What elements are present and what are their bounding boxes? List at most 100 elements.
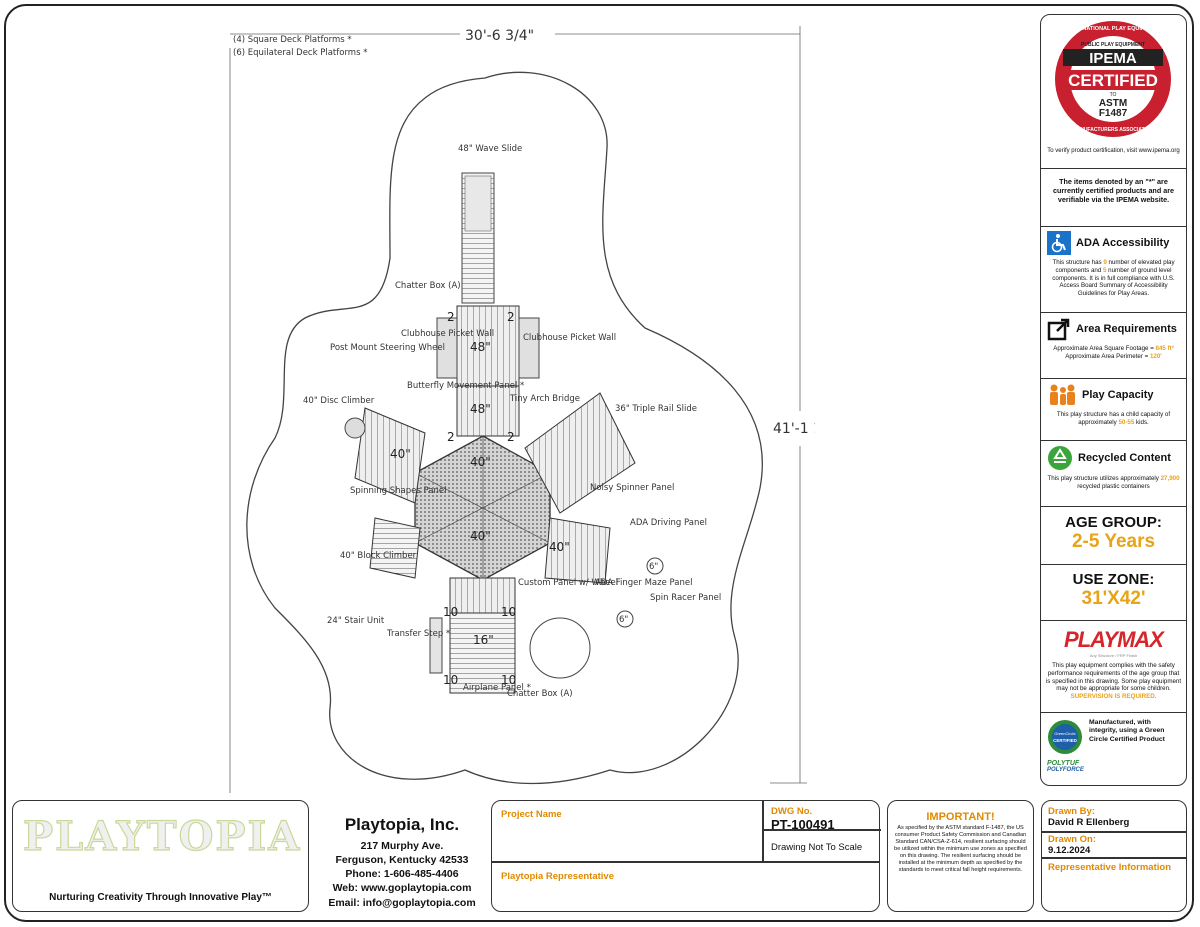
ipema-verify-text: To verify product certification, visit w… xyxy=(1047,148,1180,154)
callout-custom-panel: Custom Panel w/ Wheel xyxy=(518,578,618,588)
important-title: IMPORTANT! xyxy=(926,811,995,823)
use-zone-title: USE ZONE: xyxy=(1072,571,1155,588)
company-logo-box: PLAYTOPIA Nurturing Creativity Through I… xyxy=(12,800,309,912)
svg-text:GreenCircle: GreenCircle xyxy=(1054,731,1076,736)
corner-tag: 10 xyxy=(501,605,516,619)
callout-block-climber: 40" Block Climber xyxy=(340,551,417,561)
people-icon xyxy=(1050,384,1075,405)
platform-40-a: 40" xyxy=(390,447,411,461)
platform-16: 16" xyxy=(473,633,494,647)
callout-butterfly-panel: Butterfly Movement Panel * xyxy=(407,381,524,391)
stair-unit xyxy=(449,612,516,694)
drawn-box: Drawn By: David R Ellenberg Drawn On: 9.… xyxy=(1041,800,1187,912)
recycle-icon xyxy=(1048,446,1072,470)
svg-text:TO: TO xyxy=(1110,92,1117,98)
company-web: Web: www.goplaytopia.com xyxy=(332,882,472,895)
company-address2: Ferguson, Kentucky 42533 xyxy=(335,854,469,867)
area-title: Area Requirements xyxy=(1076,323,1177,335)
callout-ada-driving: ADA Driving Panel xyxy=(630,518,707,528)
tag-6-b: 6" xyxy=(619,615,628,625)
ada-title: ADA Accessibility xyxy=(1076,237,1170,249)
age-group-section: AGE GROUP: 2-5 Years xyxy=(1041,506,1186,564)
height-dimension: 41'-1 1/2" xyxy=(773,421,815,437)
drawn-by-label: Drawn By: xyxy=(1048,806,1095,817)
ipema-certified-badge: IPEMA PUBLIC PLAY EQUIPMENT CERTIFIED TO… xyxy=(1055,21,1171,137)
platform-48-a: 48" xyxy=(470,340,491,354)
use-zone-outline xyxy=(246,71,763,785)
polyforce-logo: POLYFORCE xyxy=(1047,767,1084,773)
age-group-title: AGE GROUP: xyxy=(1065,514,1162,531)
callout-disc-climber: 40" Disc Climber xyxy=(303,396,375,406)
recycled-text: This play structure utilizes approximate… xyxy=(1047,475,1180,490)
company-tagline: Nurturing Creativity Through Innovative … xyxy=(49,892,272,903)
page-frame xyxy=(4,4,1194,922)
capacity-text: This play structure has a child capacity… xyxy=(1056,411,1171,426)
callout-spinning-shapes: Spinning Shapes Panel xyxy=(350,486,446,496)
ada-text: This structure has 9 number of elevated … xyxy=(1052,259,1175,297)
playmax-text: This play equipment complies with the sa… xyxy=(1045,662,1182,700)
dwg-number: PT-100491 xyxy=(771,817,835,832)
callout-noisy-spinner: Noisy Spinner Panel xyxy=(590,483,674,493)
svg-text:ASTM: ASTM xyxy=(1099,98,1127,109)
platform-40-b: 40" xyxy=(470,455,491,469)
block-climber xyxy=(369,517,421,579)
corner-tag: 10 xyxy=(501,673,516,687)
callout-chatter-box-bottom: Chatter Box (A) xyxy=(507,689,573,699)
callout-transfer-step: Transfer Step * xyxy=(386,629,450,639)
company-name: Playtopia, Inc. xyxy=(344,815,460,834)
playground-plan-drawing: 30'-6 3/4" 41'-1 1/2" (4) Square Deck Pl… xyxy=(229,22,815,793)
platform-40-d: 40" xyxy=(549,540,570,554)
corner-tag: 2 xyxy=(447,310,455,324)
note-square-decks: (4) Square Deck Platforms * xyxy=(233,35,352,45)
callout-wave-slide: 48" Wave Slide xyxy=(458,144,522,154)
callout-arch-bridge: Tiny Arch Bridge xyxy=(509,394,580,404)
area-icon xyxy=(1047,318,1070,341)
callout-picket-wall-right: Clubhouse Picket Wall xyxy=(523,333,616,343)
important-text: As specified by the ASTM standard F-1487… xyxy=(894,825,1027,873)
important-box: IMPORTANT! As specified by the ASTM stan… xyxy=(887,800,1034,912)
use-zone-section: USE ZONE: 31'X42' xyxy=(1041,564,1186,620)
green-circle-section: GreenCircle CERTIFIED POLYTUF POLYFORCE … xyxy=(1041,712,1186,784)
callout-chatter-box-top: Chatter Box (A) xyxy=(395,281,461,291)
scale-note: Drawing Not To Scale xyxy=(771,842,863,853)
green-circle-text: Manufactured, with integrity, using a Gr… xyxy=(1089,719,1165,743)
use-zone-value: 31'X42' xyxy=(1081,588,1146,609)
dwg-label: DWG No. xyxy=(771,806,813,817)
corner-tag: 2 xyxy=(447,430,455,444)
callout-spin-racer: Spin Racer Panel xyxy=(650,593,721,603)
callout-airplane-panel: Airplane Panel * xyxy=(463,683,531,693)
svg-text:MANUFACTURERS ASSOCIATION: MANUFACTURERS ASSOCIATION xyxy=(1072,127,1154,133)
svg-text:IPEMA: IPEMA xyxy=(1089,50,1137,67)
svg-text:PUBLIC PLAY EQUIPMENT: PUBLIC PLAY EQUIPMENT xyxy=(1081,42,1145,48)
width-dimension: 30'-6 3/4" xyxy=(465,28,534,44)
corner-tag: 10 xyxy=(443,605,458,619)
ada-section: ADA Accessibility This structure has 9 n… xyxy=(1041,226,1186,312)
certified-note-section: The items denoted by an "*" are currentl… xyxy=(1041,168,1186,226)
polytuf-logo: POLYTUF xyxy=(1047,760,1080,767)
callout-triple-rail-slide: 36" Triple Rail Slide xyxy=(615,404,697,414)
playmax-logo: PLAYMAX xyxy=(1064,627,1164,652)
disc-climber xyxy=(344,417,366,439)
tag-6-a: 6" xyxy=(649,562,658,572)
info-panel xyxy=(1040,14,1187,786)
playmax-section: PLAYMAX Any Structure / FRP Finish This … xyxy=(1041,620,1186,712)
left-deck xyxy=(354,407,426,504)
drawn-on-value: 9.12.2024 xyxy=(1048,845,1091,856)
callout-stair-unit: 24" Stair Unit xyxy=(327,616,385,626)
project-name-label: Project Name xyxy=(501,809,562,820)
green-circle-badge-icon: GreenCircle CERTIFIED xyxy=(1048,720,1082,754)
platform-40-c: 40" xyxy=(470,529,491,543)
svg-text:CERTIFIED: CERTIFIED xyxy=(1053,738,1078,743)
area-section: Area Requirements Approximate Area Squar… xyxy=(1041,312,1186,378)
clubhouse-deck xyxy=(456,305,520,387)
right-lower-deck xyxy=(544,517,611,584)
transfer-step xyxy=(429,617,443,674)
callout-picket-wall-left: Clubhouse Picket Wall xyxy=(401,329,494,339)
playmax-tag: Any Structure / FRP Finish xyxy=(1089,653,1138,658)
drawn-on-label: Drawn On: xyxy=(1048,834,1097,845)
lower-deck xyxy=(449,577,516,614)
capacity-title: Play Capacity xyxy=(1082,389,1154,401)
wheelchair-icon xyxy=(1047,231,1071,255)
playtopia-logo: PLAYTOPIA xyxy=(22,812,302,860)
corner-tag: 2 xyxy=(507,430,515,444)
